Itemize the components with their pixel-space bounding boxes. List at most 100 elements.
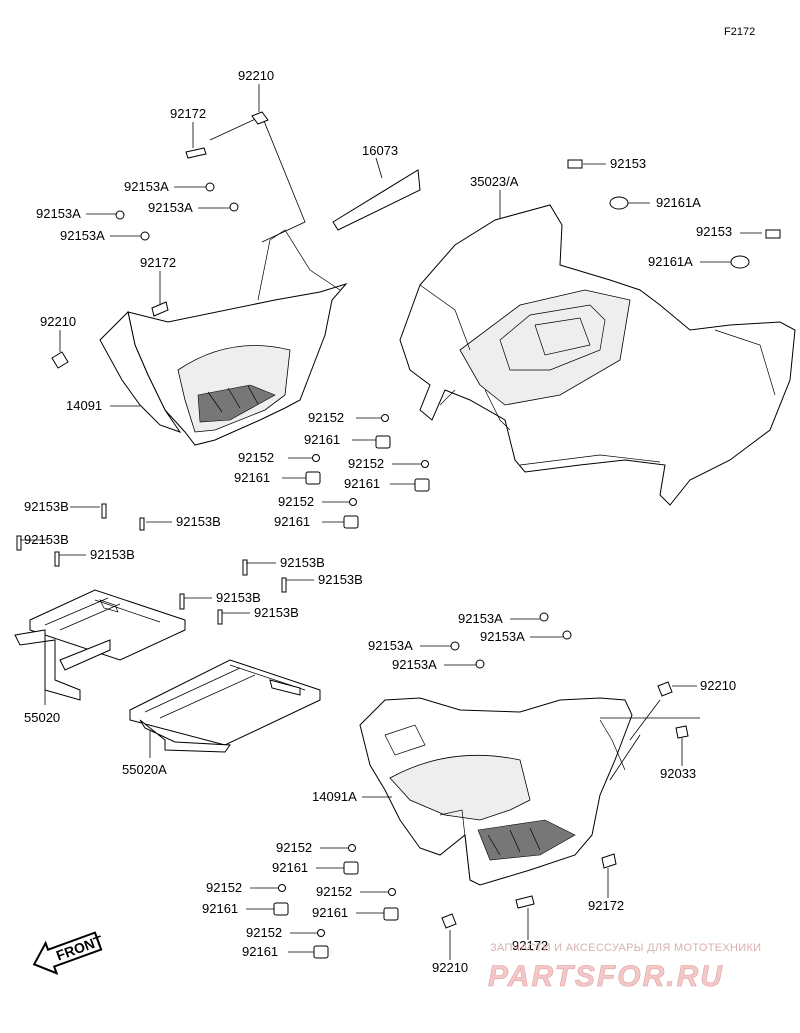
screw-icon [312, 454, 320, 462]
front-fender-14091 [99, 229, 348, 446]
washer-icon [657, 681, 673, 697]
screw-icon [539, 612, 549, 622]
screw-icon [205, 182, 215, 192]
front-direction-badge: FRONT [32, 931, 105, 975]
front-label: FRONT [54, 932, 105, 964]
screw-icon [101, 503, 107, 519]
label-92153B-8: 92153B [254, 605, 299, 620]
label-92153A-5: 92153A [458, 611, 503, 626]
cap-icon [730, 255, 750, 269]
label-92210-right: 92210 [700, 678, 736, 693]
washer-icon [51, 351, 69, 369]
screw-icon [139, 517, 145, 531]
label-92153B-5: 92153B [280, 555, 325, 570]
outline-callout-92210 [209, 115, 306, 243]
label-92161-5: 92161 [272, 860, 308, 875]
label-92153A-3: 92153A [148, 200, 193, 215]
clip-icon [567, 159, 583, 169]
rear-fender-35023 [399, 204, 796, 506]
screw-icon [115, 210, 125, 220]
watermark: ЗАПЧАСТИ И АКСЕССУАРЫ ДЛЯ МОТОТЕХНИКИ PA… [488, 942, 761, 993]
label-92161-4: 92161 [274, 514, 310, 529]
label-92161-7: 92161 [312, 905, 348, 920]
screw-icon [16, 535, 22, 551]
strip-16073 [332, 169, 421, 231]
grommet-icon [305, 471, 321, 485]
hardware [16, 111, 781, 959]
label-92172-bottom: 92172 [512, 938, 548, 953]
nut-icon [675, 725, 689, 739]
screw-icon [562, 630, 572, 640]
screw-icon [229, 202, 239, 212]
screw-icon [317, 929, 325, 937]
clip-icon [765, 229, 781, 239]
label-92172-left: 92172 [140, 255, 176, 270]
label-92153-a: 92153 [610, 156, 646, 171]
rack-55020A [129, 659, 321, 753]
callout-labels: 92210 92172 16073 35023/A 92153 92161A 9… [24, 68, 736, 975]
grommet-icon [343, 861, 359, 875]
label-92161-8: 92161 [242, 944, 278, 959]
screw-icon [475, 659, 485, 669]
cap-icon [609, 196, 629, 210]
grommet-icon [414, 478, 430, 492]
screw-icon [278, 884, 286, 892]
label-92153A-6: 92153A [480, 629, 525, 644]
label-92033: 92033 [660, 766, 696, 781]
label-92152-6: 92152 [206, 880, 242, 895]
grommet-icon [313, 945, 329, 959]
label-92153B-3: 92153B [24, 532, 69, 547]
label-92152-5: 92152 [276, 840, 312, 855]
label-92153B-1: 92153B [24, 499, 69, 514]
label-92161A-b: 92161A [648, 254, 693, 269]
bolt-icon [515, 895, 535, 909]
screw-icon [450, 641, 460, 651]
watermark-logo: PARTSFOR.RU [488, 960, 724, 993]
label-14091A: 14091A [312, 789, 357, 804]
label-92152-1: 92152 [308, 410, 344, 425]
label-92161-3: 92161 [344, 476, 380, 491]
label-92153A-1: 92153A [124, 179, 169, 194]
label-92153B-2: 92153B [176, 514, 221, 529]
label-92161-1: 92161 [304, 432, 340, 447]
label-92153-b: 92153 [696, 224, 732, 239]
label-92152-3: 92152 [348, 456, 384, 471]
label-55020: 55020 [24, 710, 60, 725]
washer-icon [251, 111, 269, 125]
callout-lines-92033 [600, 699, 700, 781]
label-92153A-4: 92153A [60, 228, 105, 243]
label-92172-right: 92172 [588, 898, 624, 913]
bolt-icon [151, 301, 169, 317]
label-92153A-7: 92153A [368, 638, 413, 653]
screw-icon [242, 559, 248, 576]
label-55020A: 55020A [122, 762, 167, 777]
label-92172-top: 92172 [170, 106, 206, 121]
bolt-icon [185, 147, 207, 159]
label-92153A-2: 92153A [36, 206, 81, 221]
screw-icon [217, 609, 223, 625]
screw-icon [421, 460, 429, 468]
screw-icon [348, 844, 356, 852]
rear-fender-14091A [359, 697, 633, 886]
label-16073: 16073 [362, 143, 398, 158]
label-35023: 35023/A [470, 174, 519, 189]
watermark-tagline: ЗАПЧАСТИ И АКСЕССУАРЫ ДЛЯ МОТОТЕХНИКИ [490, 942, 761, 954]
label-92210-bottom: 92210 [432, 960, 468, 975]
grommet-icon [343, 515, 359, 529]
label-92161A-a: 92161A [656, 195, 701, 210]
label-92210-top: 92210 [238, 68, 274, 83]
leader-lines [20, 84, 762, 960]
screw-icon [349, 498, 357, 506]
screw-icon [381, 414, 389, 422]
screw-icon [54, 551, 60, 567]
label-92161-6: 92161 [202, 901, 238, 916]
label-92152-8: 92152 [246, 925, 282, 940]
bolt-icon [601, 853, 617, 869]
label-92161-2: 92161 [234, 470, 270, 485]
screw-icon [140, 231, 150, 241]
label-92153B-4: 92153B [90, 547, 135, 562]
grommet-icon [273, 902, 289, 916]
label-92153A-8: 92153A [392, 657, 437, 672]
label-92210-left: 92210 [40, 314, 76, 329]
figure-code: F2172 [724, 26, 755, 38]
